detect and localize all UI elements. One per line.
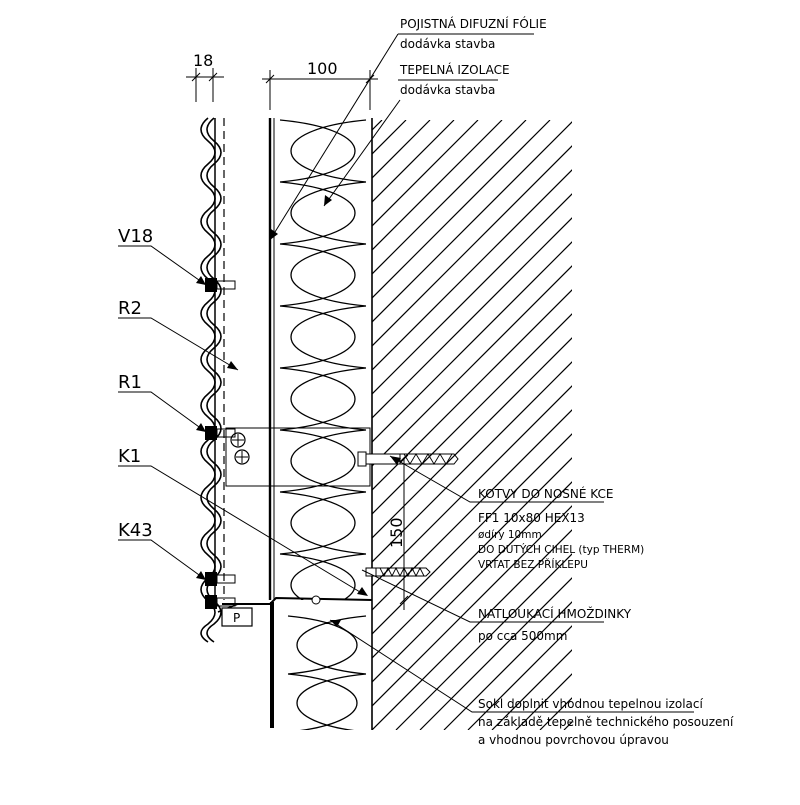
dimension-18 xyxy=(186,68,224,102)
hatch-line xyxy=(372,433,572,635)
note-anchors-l2: ødíry 10mm xyxy=(478,529,542,541)
hatch-line xyxy=(372,337,572,539)
hatch-line xyxy=(372,193,572,395)
fixing-rivet-icon xyxy=(311,595,321,605)
callout-r1: R1 xyxy=(118,372,142,393)
screw-r1 xyxy=(205,426,236,440)
hatch-line xyxy=(684,120,800,730)
screw-k43 xyxy=(205,572,236,609)
hatch-line xyxy=(372,409,572,611)
hatch-line xyxy=(372,120,479,227)
base-flashing xyxy=(222,596,373,605)
hatch-line xyxy=(467,625,572,730)
hatch-line xyxy=(372,121,572,323)
hatch-line xyxy=(732,120,800,730)
note-insulation-title: TEPELNÁ IZOLACE xyxy=(399,62,510,77)
hatch-line xyxy=(372,313,572,515)
hatch-line xyxy=(756,120,800,730)
dimension-150 xyxy=(399,454,409,610)
note-anchors-title: KOTVY DO NOSNÉ KCE xyxy=(478,486,613,501)
hatch-line xyxy=(372,385,572,587)
note-foil-title: POJISTNÁ DIFUZNÍ FÓLIE xyxy=(400,16,547,31)
note-plinth-l2: na základě tepelně technického posouzení xyxy=(478,715,734,729)
hatch-line xyxy=(588,120,800,730)
hatch-line xyxy=(372,145,572,347)
hatch-line xyxy=(372,265,572,467)
note-dowels-title: NATLOUKACÍ HMOŽDINKY xyxy=(478,606,632,621)
hatch-line xyxy=(372,120,551,299)
callout-k43: K43 xyxy=(118,520,153,541)
callout-v18: V18 xyxy=(118,226,153,247)
hatch-line xyxy=(419,577,572,730)
hatch-line xyxy=(539,697,572,730)
callout-r2: R2 xyxy=(118,298,142,319)
callout-k1: K1 xyxy=(118,446,141,467)
dowel-anchor xyxy=(365,566,431,578)
hatch-line xyxy=(372,505,572,707)
screw-v18 xyxy=(205,278,236,292)
hatch-line xyxy=(372,241,572,443)
hatch-line xyxy=(636,120,800,730)
dimension-150-label: 150 xyxy=(387,517,406,548)
note-insulation-sub: dodávka stavba xyxy=(400,83,495,97)
hatch-line xyxy=(372,529,572,730)
hatch-line xyxy=(708,120,800,730)
plinth-insulation xyxy=(287,615,367,730)
note-foil-sub: dodávka stavba xyxy=(400,37,495,51)
masonry-wall-hatch xyxy=(372,120,800,730)
hatch-line xyxy=(372,457,572,659)
corrugated-cladding-inner xyxy=(206,117,222,643)
hatch-line xyxy=(372,120,383,131)
hatch-line xyxy=(612,120,800,730)
note-anchors-l1: FF1 10x80 HEX13 xyxy=(478,511,585,525)
hatch-line xyxy=(372,361,572,563)
thermal-insulation xyxy=(279,119,367,600)
arrowheads xyxy=(196,195,401,627)
dimension-18-label: 18 xyxy=(193,51,213,70)
anchor-ff1 xyxy=(357,451,459,467)
hatch-line xyxy=(372,481,572,683)
hatch-line xyxy=(372,120,503,251)
p-tag-box xyxy=(221,607,253,627)
hatch-line xyxy=(443,601,572,730)
hatch-line xyxy=(563,721,572,730)
note-anchors-l3: DO DUTÝCH CIHEL (typ THERM) xyxy=(478,543,644,556)
hatch-line xyxy=(395,553,572,730)
hatch-line xyxy=(372,217,572,419)
corrugated-cladding xyxy=(200,117,216,643)
hatch-line xyxy=(660,120,800,730)
dimension-100-label: 100 xyxy=(307,59,338,78)
hatch-line xyxy=(372,289,572,491)
p-tag: P xyxy=(233,611,240,625)
note-anchors-l4: VRTAT BEZ PŘÍKLEPU xyxy=(478,558,588,571)
note-plinth-l1: Sokl doplnit vhodnou tepelnou izolací xyxy=(478,697,704,711)
hatch-line xyxy=(372,169,572,371)
leader-lines xyxy=(118,33,694,713)
note-plinth-l3: a vhodnou povrchovou úpravou xyxy=(478,733,669,747)
note-dowels-sub: po cca 500mm xyxy=(478,629,567,643)
hatch-line xyxy=(780,120,800,730)
hatch-line xyxy=(372,120,527,275)
